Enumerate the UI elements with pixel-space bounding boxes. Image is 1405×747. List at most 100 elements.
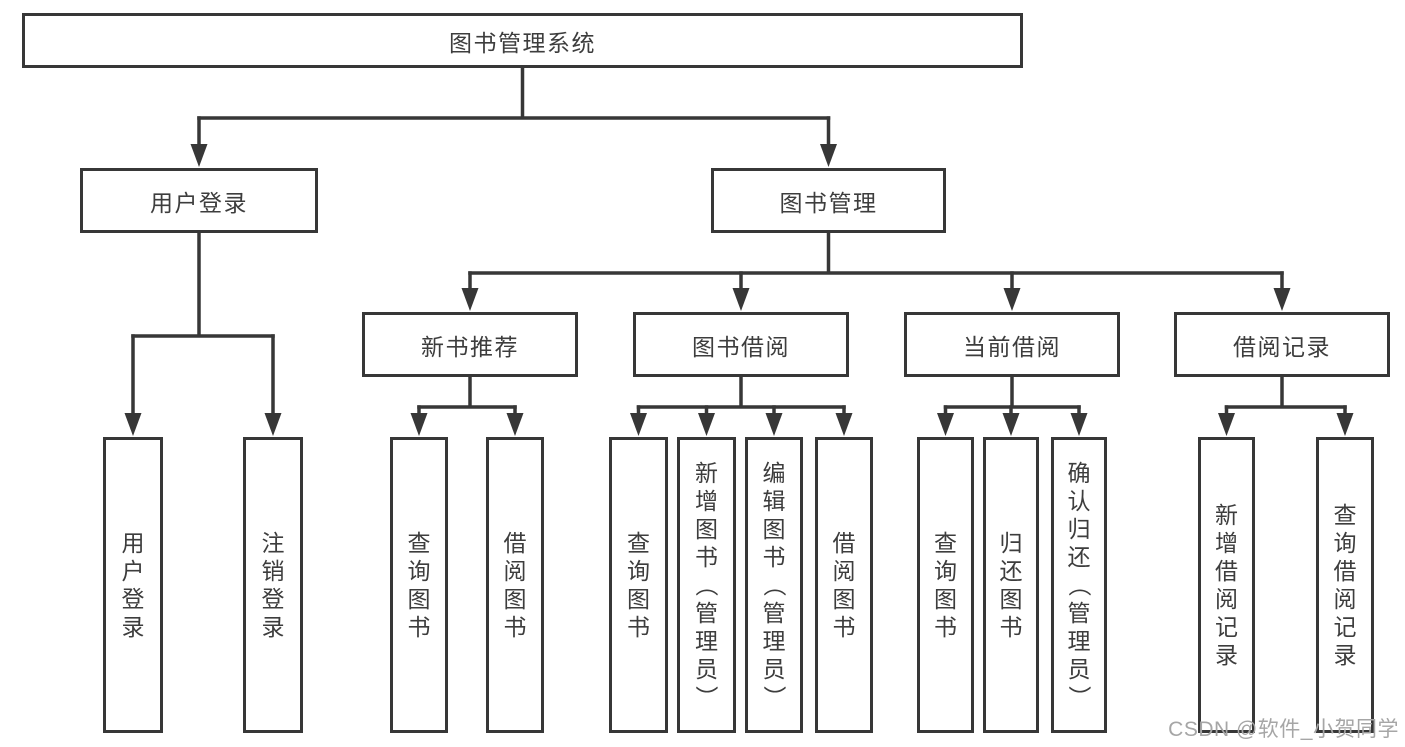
node-label-char: 查 (627, 530, 650, 556)
node-label-char: 用 (121, 530, 145, 556)
node-label-char: 阅 (832, 558, 856, 584)
arrowhead (835, 413, 853, 436)
node-label-char: 询 (934, 558, 957, 584)
node-label-char: 图 (503, 586, 527, 612)
node-label-char: 借 (503, 530, 527, 556)
node-label-char: 增 (695, 488, 718, 514)
node-label-char: ） (1066, 685, 1092, 709)
node-label-char: 理 (1067, 628, 1091, 654)
node-borrow-record: 借阅记录 (1174, 312, 1390, 377)
node-label-char: 归 (1067, 516, 1091, 542)
edge-current-borrow (937, 375, 1088, 436)
node-label-char: 图 (999, 586, 1023, 612)
arrowhead (765, 413, 783, 436)
arrowhead (820, 144, 837, 167)
arrowhead (1002, 413, 1020, 436)
node-label-char: 管 (762, 600, 786, 626)
node-label-char: 还 (1067, 544, 1091, 570)
arrowhead (1336, 413, 1354, 436)
node-label-char: 管 (695, 600, 718, 626)
node-label-char: 查 (407, 530, 431, 556)
node-label-char: 书 (999, 614, 1023, 640)
node-label-char: 员 (762, 656, 786, 682)
node-label-char: 书 (762, 544, 786, 570)
arrowhead (461, 288, 479, 311)
node-user-login: 用户登录 (80, 168, 318, 233)
node-label: 当前借阅 (963, 333, 1061, 360)
node-label-char: 录 (261, 614, 285, 640)
node-label-char: 借 (1333, 558, 1357, 584)
arrowhead (506, 413, 524, 436)
node-label-char: 归 (999, 530, 1023, 556)
node-current-borrow: 当前借阅 (904, 312, 1120, 377)
node-label-char: 借 (832, 530, 856, 556)
arrowhead (1218, 413, 1235, 436)
node-label-char: 阅 (1333, 586, 1357, 612)
node-leaf-return-book: 归还图书 (983, 437, 1039, 733)
node-label-char: 书 (934, 614, 957, 640)
node-label-char: 销 (261, 558, 285, 584)
arrowhead (410, 413, 428, 436)
arrowhead (1070, 413, 1088, 436)
node-label-char: 录 (121, 614, 145, 640)
arrowhead (264, 413, 282, 436)
node-label-char: 询 (1333, 530, 1357, 556)
node-label-char: 理 (695, 628, 718, 654)
node-label-char: 确 (1067, 460, 1091, 486)
node-label-char: 书 (832, 614, 856, 640)
node-label-char: 查 (1333, 502, 1357, 528)
node-label-char: 查 (934, 530, 957, 556)
node-label-char: 阅 (1215, 586, 1238, 612)
node-leaf-query-book-1: 查询图书 (390, 437, 448, 733)
node-label-char: 员 (695, 656, 718, 682)
node-leaf-confirm-return: 确认归还（管理员） (1051, 437, 1107, 733)
node-label-char: 图 (407, 586, 431, 612)
node-label-char: 增 (1215, 530, 1238, 556)
arrowhead (1273, 288, 1291, 311)
arrowhead (698, 413, 715, 436)
edge-borrow-record (1218, 375, 1354, 436)
edge-new-book (410, 375, 524, 436)
node-label-char: 图 (832, 586, 856, 612)
node-leaf-logout: 注销登录 (243, 437, 303, 733)
node-label: 新书推荐 (421, 333, 519, 360)
arrowhead (630, 413, 647, 436)
watermark: CSDN @软件_小贺同学 (1168, 718, 1399, 741)
node-label-char: 还 (999, 558, 1023, 584)
node-label-char: 图 (695, 516, 718, 542)
arrowhead (124, 413, 142, 436)
node-leaf-query-book-3: 查询图书 (917, 437, 974, 733)
node-label-char: 理 (762, 628, 786, 654)
node-label-char: ） (761, 685, 787, 709)
node-label-char: 图 (627, 586, 650, 612)
node-label-char: 管 (1067, 600, 1091, 626)
node-label-char: ） (693, 685, 720, 709)
node-book-mgmt: 图书管理 (711, 168, 946, 233)
node-leaf-edit-book: 编辑图书（管理员） (745, 437, 803, 733)
node-label-char: 记 (1333, 614, 1357, 640)
node-label: 图书管理 (779, 189, 878, 216)
node-label-char: 新 (1215, 502, 1238, 528)
node-label-char: 员 (1067, 656, 1091, 682)
node-leaf-query-record: 查询借阅记录 (1316, 437, 1374, 733)
node-label-char: 询 (407, 558, 431, 584)
node-new-book: 新书推荐 (362, 312, 578, 377)
arrowhead (937, 413, 954, 436)
node-label-char: 编 (762, 460, 786, 486)
arrowhead (1003, 288, 1021, 311)
edge-book-mgmt (461, 231, 1291, 311)
edge-book-borrow (630, 375, 853, 436)
node-label-char: 书 (503, 614, 527, 640)
node-label-char: （ (1066, 573, 1092, 597)
node-label-char: 书 (627, 614, 650, 640)
node-label-char: 记 (1215, 614, 1238, 640)
node-label-char: 书 (407, 614, 431, 640)
node-label-char: 辑 (762, 488, 786, 514)
edge-user-login (124, 231, 282, 436)
node-label-char: 阅 (503, 558, 527, 584)
node-label-char: 登 (121, 586, 145, 612)
node-label: 借阅记录 (1233, 333, 1331, 360)
node-label-char: 图 (762, 516, 786, 542)
node-label-char: 录 (1215, 642, 1238, 668)
node-leaf-user-login: 用户登录 (103, 437, 163, 733)
